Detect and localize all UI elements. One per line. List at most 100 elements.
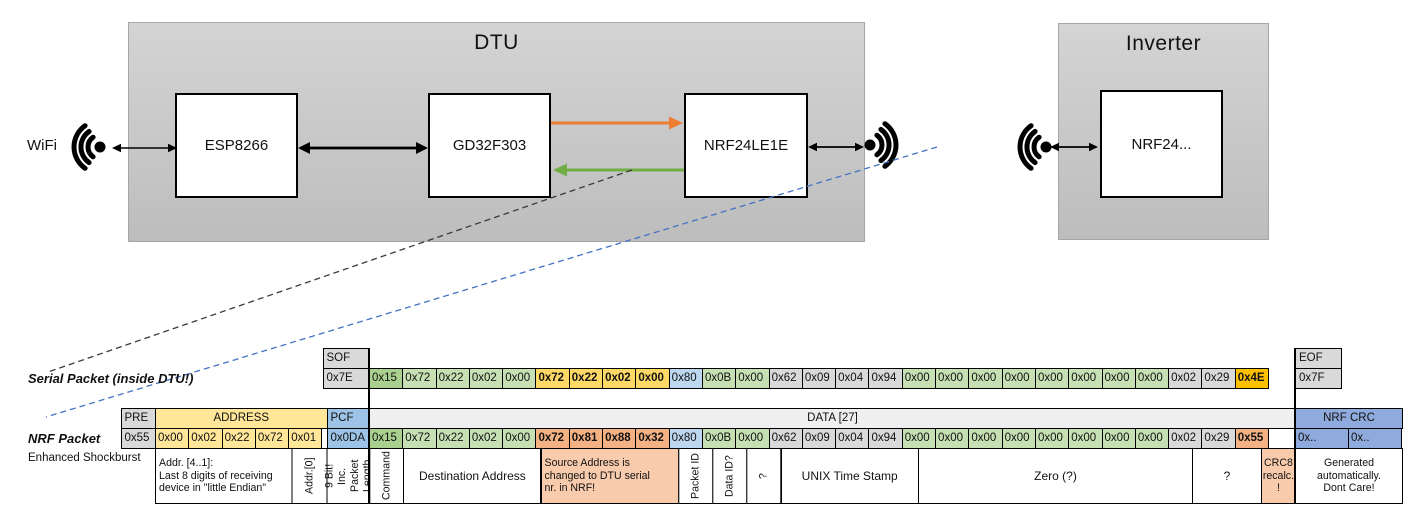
nrf-data-header: DATA [27] [369, 408, 1296, 429]
byte-cell: 0x62 [768, 428, 803, 449]
byte-cell: 0x04 [835, 428, 870, 449]
command-note: Command [369, 448, 405, 504]
byte-cell: 0x04 [835, 368, 870, 389]
pcf-length-note: 9 Bit! Inc. Packet Length [323, 448, 373, 504]
byte-cell: 0x22 [435, 428, 470, 449]
byte-cell: 0x0B [701, 368, 737, 389]
wifi-icon [71, 123, 106, 171]
byte-cell: 0x32 [635, 428, 670, 449]
node-esp8266-label: ESP8266 [204, 137, 269, 154]
byte-cell: 0x02 [468, 368, 504, 389]
destination-address-note: Destination Address [403, 448, 542, 504]
addr-0-note: Addr.[0] [292, 448, 328, 504]
byte-cell: 0x81 [568, 428, 604, 449]
byte-cell: 0x29 [1201, 368, 1236, 389]
byte-cell: 0x01 [288, 428, 323, 449]
byte-cell: 0x15 [369, 368, 404, 389]
node-inverter-nrf24-label: NRF24... [1131, 135, 1192, 153]
unknown-byte-note: ? [746, 448, 782, 504]
node-gd32f303-label: GD32F303 [452, 137, 527, 154]
wifi-icon [864, 121, 899, 169]
inverter-container-box: Inverter [1058, 23, 1269, 240]
crc-generated-note: Generated automatically. Dont Care! [1295, 448, 1403, 504]
byte-cell: 0x22 [568, 368, 604, 389]
byte-cell: 0x00 [935, 428, 970, 449]
byte-cell: 0x72 [254, 428, 290, 449]
addr-4-1-note: Addr. [4..1]: Last 8 digits of receiving… [155, 448, 293, 504]
byte-cell: 0x02 [1168, 428, 1203, 449]
nrf-address-header: ADDRESS [155, 408, 328, 429]
byte-cell: 0x09 [801, 368, 837, 389]
byte-cell: 0x72 [402, 368, 437, 389]
nrf-pcf-header: PCF [326, 408, 370, 429]
nrf-packet-label: NRF Packet [28, 431, 101, 446]
byte-cell: 0x00 [735, 368, 770, 389]
byte-cell: 0x94 [868, 428, 903, 449]
unknown-bytes-note: ? [1192, 448, 1262, 504]
unix-timestamp-note: UNIX Time Stamp [780, 448, 919, 504]
crc8-recalc-note: CRC8 recalc. ! [1260, 448, 1297, 504]
byte-cell: 0x0B [701, 428, 737, 449]
byte-cell: 0x00 [1001, 368, 1036, 389]
node-gd32f303: GD32F303 [428, 93, 551, 198]
byte-cell: 0x00 [502, 368, 537, 389]
byte-cell: 0x00 [1001, 428, 1036, 449]
byte-cell: 0x29 [1201, 428, 1236, 449]
byte-cell: 0x55 [1234, 428, 1270, 449]
nrf-crc-header: NRF CRC [1295, 408, 1403, 429]
byte-cell: 0x00 [1101, 368, 1136, 389]
node-inverter-nrf24: NRF24... [1100, 90, 1223, 198]
data-id-note: Data ID? [712, 448, 748, 504]
serial-eof-value: 0x7F [1295, 368, 1342, 389]
byte-cell: 0x4E [1234, 368, 1270, 389]
byte-cell: 0x.. [1295, 428, 1349, 449]
node-nrf24le1e-label: NRF24LE1E [703, 137, 789, 154]
serial-packet-label: Serial Packet (inside DTU!) [28, 371, 194, 386]
byte-cell: 0x72 [402, 428, 437, 449]
nrf-crc-cells: 0x..0x.. [1295, 428, 1402, 449]
source-address-note: Source Address is changed to DTU serial … [540, 448, 679, 504]
byte-cell: 0x02 [188, 428, 223, 449]
data-end-alignment-line [1294, 348, 1297, 504]
byte-cell: 0x00 [155, 428, 190, 449]
nrf-pre-header: PRE [120, 408, 156, 429]
serial-sof-value: 0x7E [322, 368, 370, 389]
byte-cell: 0x02 [1168, 368, 1203, 389]
byte-cell: 0x.. [1348, 428, 1402, 449]
byte-cell: 0x62 [768, 368, 803, 389]
byte-cell: 0x00 [1068, 428, 1103, 449]
wifi-label: WiFi [27, 137, 57, 154]
nrf-pcf-value: 0x0DA [326, 428, 370, 449]
byte-cell: 0x22 [435, 368, 470, 389]
byte-cell: 0x80 [668, 428, 703, 449]
byte-cell: 0x00 [635, 368, 670, 389]
node-esp8266: ESP8266 [175, 93, 298, 198]
byte-cell: 0x00 [935, 368, 970, 389]
byte-cell: 0x80 [668, 368, 703, 389]
data-start-alignment-line [367, 348, 370, 504]
byte-cell: 0x00 [901, 368, 937, 389]
byte-cell: 0x00 [502, 428, 537, 449]
byte-cell: 0x00 [735, 428, 770, 449]
byte-cell: 0x94 [868, 368, 903, 389]
byte-cell: 0x02 [468, 428, 504, 449]
byte-cell: 0x02 [602, 368, 637, 389]
wifi-icon [1017, 123, 1052, 171]
byte-cell: 0x88 [602, 428, 637, 449]
nrf-pre-value: 0x55 [120, 428, 156, 449]
byte-cell: 0x00 [968, 428, 1003, 449]
byte-cell: 0x15 [369, 428, 404, 449]
byte-cell: 0x00 [1034, 368, 1070, 389]
byte-cell: 0x72 [535, 368, 570, 389]
enhanced-shockburst-label: Enhanced Shockburst [28, 452, 141, 464]
byte-cell: 0x72 [535, 428, 570, 449]
packet-id-note: Packet ID [677, 448, 713, 504]
serial-sof-header: SOF [322, 348, 370, 369]
inverter-title: Inverter [1125, 32, 1202, 55]
byte-cell: 0x22 [221, 428, 256, 449]
byte-cell: 0x00 [901, 428, 937, 449]
